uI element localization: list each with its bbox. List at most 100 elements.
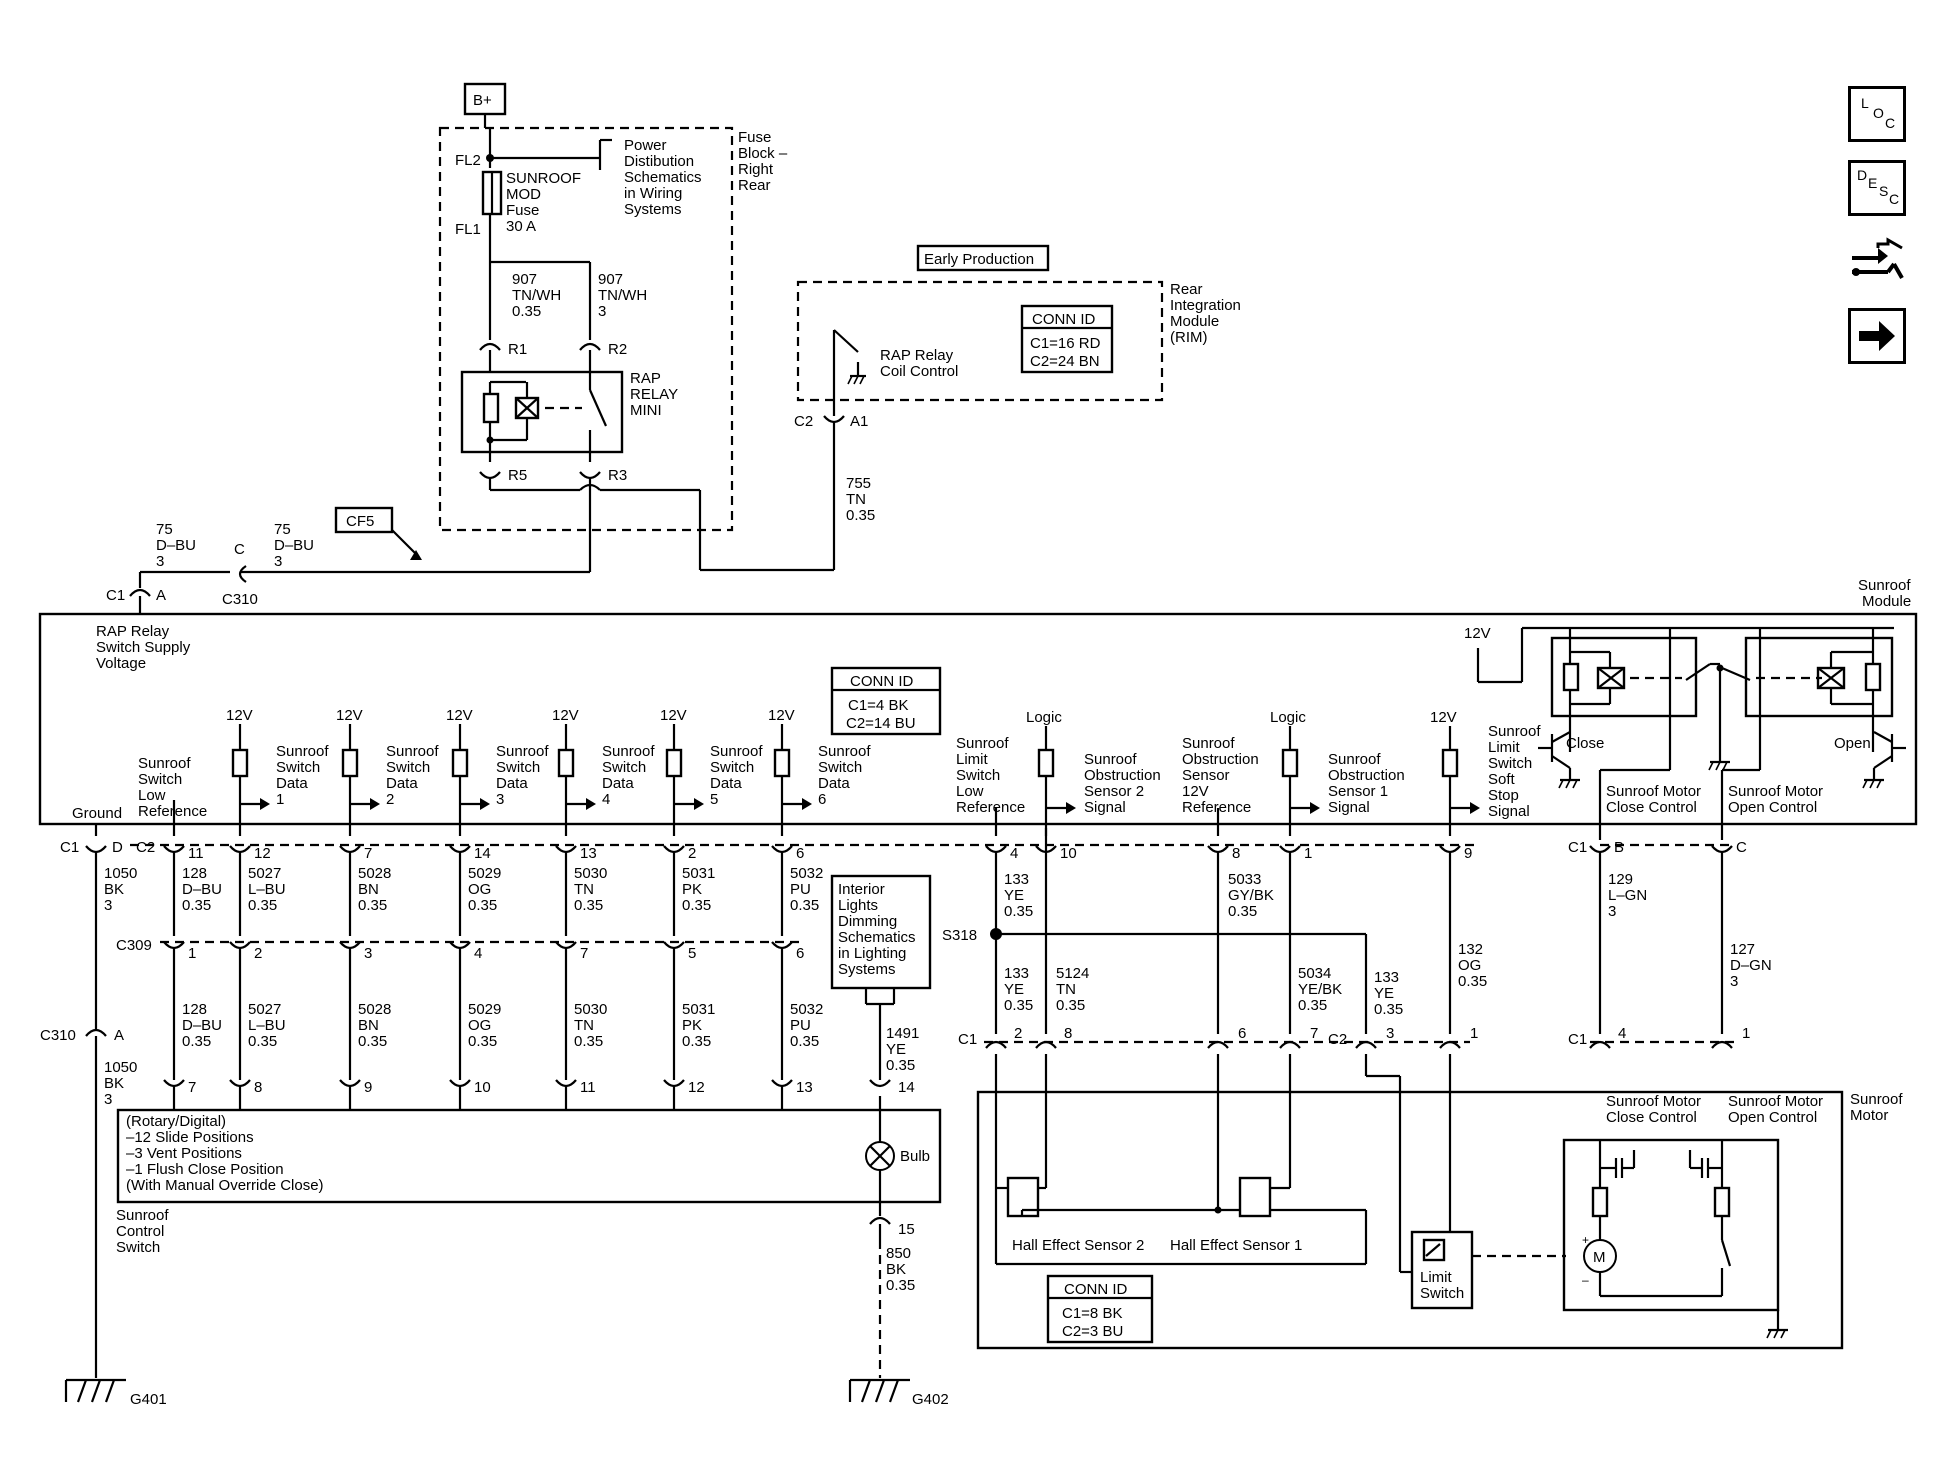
wire-133c-2: YE bbox=[1374, 985, 1394, 1002]
data-label-line: 1 bbox=[276, 791, 284, 808]
wire-133b-2: YE bbox=[1004, 981, 1024, 998]
c310-connector bbox=[238, 565, 247, 583]
wire-1050a-2: BK bbox=[104, 881, 124, 898]
wire-label-mid: TN bbox=[574, 1017, 594, 1034]
mod-motor-close-2: Close Control bbox=[1606, 799, 1697, 816]
cf5-label: CF5 bbox=[346, 513, 374, 530]
wire-label-top: 0.35 bbox=[248, 897, 277, 914]
c309-pin-label: 6 bbox=[796, 945, 804, 962]
rim-outline bbox=[796, 280, 1164, 402]
soft-stop-2: Limit bbox=[1488, 739, 1521, 756]
connector-tool-icon[interactable] bbox=[1848, 234, 1906, 290]
switch-pin-14-label: 14 bbox=[898, 1079, 915, 1096]
open-transistor-label: Open bbox=[1834, 735, 1871, 752]
rim-conn-title: CONN ID bbox=[1032, 311, 1096, 328]
wire-1491-1: 1491 bbox=[886, 1025, 919, 1042]
switch-pin-label: 11 bbox=[580, 1079, 596, 1096]
data-label-line: Switch bbox=[496, 759, 540, 776]
c2-pin bbox=[663, 845, 685, 854]
wire-75b-1: 75 bbox=[274, 521, 291, 538]
nav-icon-column: L O C D E S C bbox=[1848, 86, 1910, 382]
switch-desc-4: –1 Flush Close Position bbox=[126, 1161, 284, 1178]
ref-pin-label: 8 bbox=[1232, 845, 1240, 862]
wire-label-top: 5028 bbox=[358, 865, 391, 882]
mod-motor-open-2: Open Control bbox=[1728, 799, 1817, 816]
c2-label: C2 bbox=[136, 839, 155, 856]
soft-stop-6: Signal bbox=[1488, 803, 1530, 820]
wire-label-mid: L–BU bbox=[248, 1017, 286, 1034]
wire-850-1: 850 bbox=[886, 1245, 911, 1262]
ref-pin bbox=[1207, 845, 1229, 854]
motor-pin-7: 7 bbox=[1310, 1025, 1318, 1042]
mod-motor-open-1: Sunroof Motor bbox=[1728, 783, 1823, 800]
ref-label-line: Signal bbox=[1084, 799, 1126, 816]
dimming-1: Interior bbox=[838, 881, 885, 898]
c2-pin-label: 13 bbox=[580, 845, 597, 862]
r1-terminal bbox=[479, 342, 501, 351]
motor-conn-2: C2=3 BU bbox=[1062, 1323, 1123, 1340]
module-conn-2: C2=14 BU bbox=[846, 715, 916, 732]
module-conn-1: C1=4 BK bbox=[848, 697, 908, 714]
wire-label-mid: 0.35 bbox=[790, 1033, 819, 1050]
switch-pin bbox=[339, 1079, 361, 1088]
switch-name-1: Sunroof bbox=[116, 1207, 169, 1224]
motor-pin-arc bbox=[1711, 1040, 1733, 1049]
wire-129-2: L–GN bbox=[1608, 887, 1647, 904]
v12-label: 12V bbox=[226, 707, 253, 724]
wire-1050b-3: 3 bbox=[104, 1091, 112, 1108]
desc-button[interactable]: D E S C bbox=[1848, 160, 1906, 216]
c2-pin bbox=[229, 845, 251, 854]
dimming-5: in Lighting bbox=[838, 945, 906, 962]
wire-label-top: 5030 bbox=[574, 865, 607, 882]
r5-terminal bbox=[479, 471, 501, 480]
fuse-block-4: Rear bbox=[738, 177, 771, 194]
ref-pin-label: 9 bbox=[1464, 845, 1472, 862]
wire-1491-2: YE bbox=[886, 1041, 906, 1058]
fl2-label: FL2 bbox=[455, 152, 481, 169]
motor-name-1: Sunroof bbox=[1850, 1091, 1903, 1108]
motor-pin-8: 8 bbox=[1064, 1025, 1072, 1042]
c309-pin-label: 5 bbox=[688, 945, 696, 962]
c1-label-a: C1 bbox=[106, 587, 125, 604]
switch-pin bbox=[229, 1079, 251, 1088]
c310-label-top: C310 bbox=[222, 591, 258, 608]
wire-label-mid: 0.35 bbox=[358, 1033, 387, 1050]
wire-label-top: OG bbox=[468, 881, 491, 898]
next-arrow-button[interactable] bbox=[1848, 308, 1906, 364]
ref-label-line: Sensor 1 bbox=[1328, 783, 1388, 800]
c2-pin-label: 12 bbox=[254, 845, 271, 862]
pin-d-label: D bbox=[112, 839, 123, 856]
v12-label: 12V bbox=[660, 707, 687, 724]
ref-pin bbox=[1439, 845, 1461, 854]
module-12v-right: 12V bbox=[1464, 625, 1491, 642]
ref-label-line: Sunroof bbox=[1084, 751, 1137, 768]
ref-label-line: Obstruction bbox=[1084, 767, 1161, 784]
motor-c1-label: C1 bbox=[958, 1031, 977, 1048]
c309-pin-label: 1 bbox=[188, 945, 196, 962]
c2-pin-label: 2 bbox=[688, 845, 696, 862]
ref-label-line: Sunroof bbox=[1182, 735, 1235, 752]
motor-c1-label-b: C1 bbox=[1568, 1031, 1587, 1048]
wire-755-2: TN bbox=[846, 491, 866, 508]
wire-label-top: 5029 bbox=[468, 865, 501, 882]
wire-label-top: L–BU bbox=[248, 881, 286, 898]
c310-c-label: C bbox=[234, 541, 245, 558]
desc-letter-d: D bbox=[1857, 167, 1868, 183]
rim-a1-terminal bbox=[823, 415, 845, 424]
switch-pin-label: 7 bbox=[188, 1079, 196, 1096]
mod-motor-close-1: Sunroof Motor bbox=[1606, 783, 1701, 800]
svg-text:–: – bbox=[1582, 1273, 1589, 1287]
loc-button[interactable]: L O C bbox=[1848, 86, 1906, 142]
wire-75a-1: 75 bbox=[156, 521, 173, 538]
switch-pin-15-label: 15 bbox=[898, 1221, 915, 1238]
wire-1050b-1: 1050 bbox=[104, 1059, 137, 1076]
switch-data-columns: 1117128D–BU0.35128D–BU0.3512V12285027L–B… bbox=[163, 707, 871, 1110]
rap-supply-3: Voltage bbox=[96, 655, 146, 672]
soft-stop-5: Stop bbox=[1488, 787, 1519, 804]
data-label-line: Data bbox=[602, 775, 634, 792]
ref-label-line: Sunroof bbox=[956, 735, 1009, 752]
switch-data-column-5: 12V25125031PK0.355031PK0.35SunroofSwitch… bbox=[660, 707, 763, 1110]
